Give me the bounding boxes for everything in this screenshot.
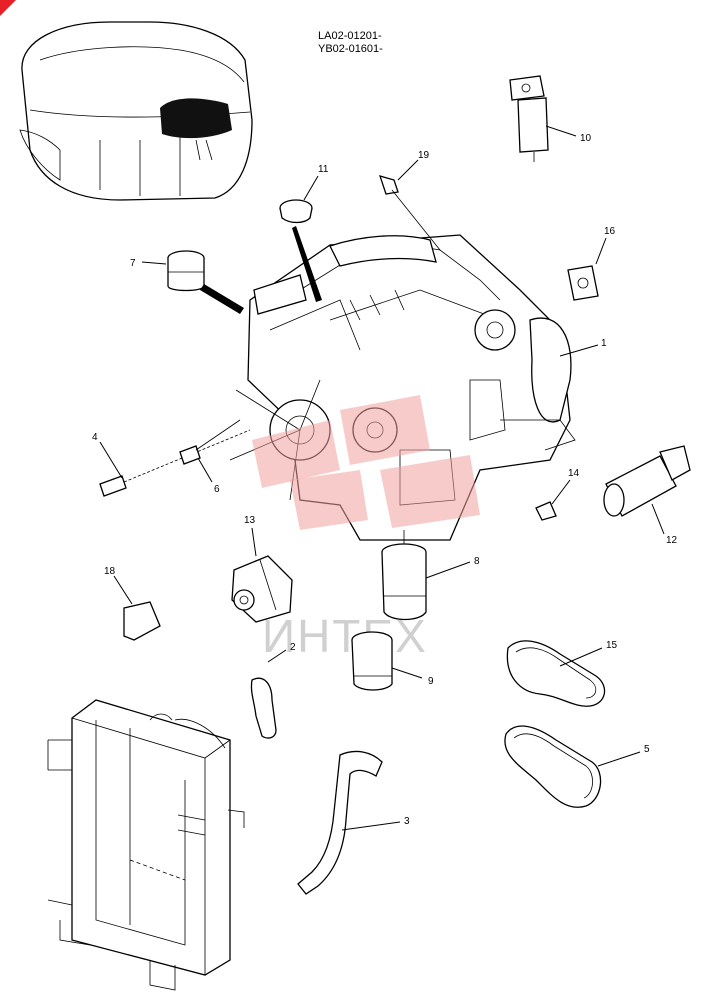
callout-6: 6 bbox=[214, 484, 220, 495]
callout-19: 19 bbox=[418, 150, 430, 161]
part-13-alternator bbox=[231, 555, 293, 623]
leader-lines bbox=[99, 125, 665, 831]
callout-10: 10 bbox=[580, 133, 592, 144]
callout-3: 3 bbox=[404, 816, 410, 827]
callout-9: 9 bbox=[428, 676, 434, 687]
radiator-illustration bbox=[47, 699, 245, 991]
part-7-filter bbox=[167, 250, 244, 314]
callout-7: 7 bbox=[130, 258, 136, 269]
callout-1: 1 bbox=[601, 338, 607, 349]
callout-8: 8 bbox=[474, 556, 480, 567]
part-12-starter bbox=[603, 445, 691, 517]
part-19-sensor bbox=[378, 175, 441, 251]
model-code-2: YB02-01601- bbox=[318, 43, 383, 55]
corner-marker bbox=[0, 0, 16, 16]
part-14-sensor bbox=[535, 501, 557, 521]
lower-radiator-hose bbox=[297, 750, 383, 895]
part-15-fan-belt bbox=[506, 640, 606, 707]
callout-4: 4 bbox=[92, 432, 98, 443]
callout-15: 15 bbox=[606, 640, 618, 651]
callout-14: 14 bbox=[568, 468, 580, 479]
part-4-glow-plug bbox=[99, 429, 251, 497]
callout-2: 2 bbox=[290, 642, 296, 653]
callout-11: 11 bbox=[318, 164, 329, 175]
part-8-oil-filter bbox=[381, 530, 427, 621]
upper-radiator-hose bbox=[250, 677, 277, 739]
callout-16: 16 bbox=[604, 226, 616, 237]
callout-12: 12 bbox=[666, 535, 678, 546]
part-10-fuel-filter bbox=[509, 75, 549, 162]
part-5-belt bbox=[504, 725, 602, 808]
machine-overview-illustration bbox=[19, 21, 253, 201]
callout-5: 5 bbox=[644, 744, 650, 755]
callout-18: 18 bbox=[104, 566, 116, 577]
part-9-fuel-filter bbox=[351, 631, 393, 691]
watermark-logo bbox=[252, 395, 480, 530]
part-16-gasket bbox=[567, 265, 599, 301]
callout-13: 13 bbox=[244, 515, 256, 526]
part-18-bracket bbox=[123, 601, 161, 641]
model-code-1: LA02-01201- bbox=[318, 30, 382, 42]
part-11-cap bbox=[279, 199, 322, 302]
part-6-injector bbox=[179, 419, 241, 465]
